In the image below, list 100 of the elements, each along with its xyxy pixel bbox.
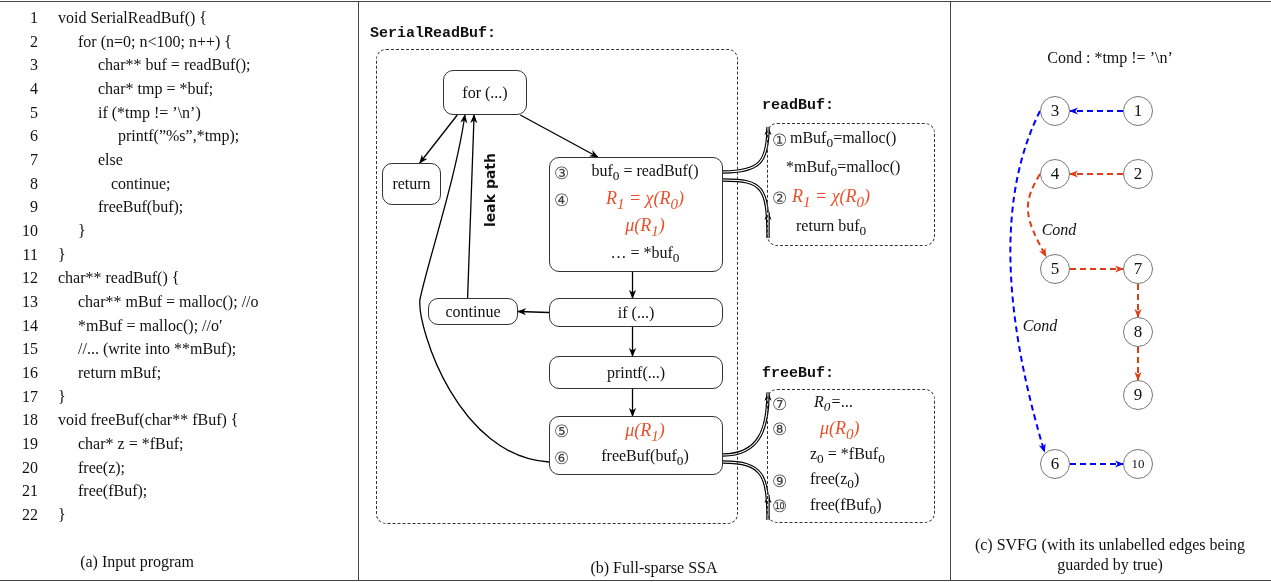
arrow: [419, 114, 458, 164]
arrow: [1069, 170, 1124, 178]
svfg-node: 4: [1040, 159, 1070, 189]
double-line-arrow: [722, 126, 772, 174]
line-number: 19: [21, 434, 38, 455]
statement-text: z$_{0}$ = *fBuf$_{0}$: [810, 443, 885, 468]
svfg-node: 1: [1123, 96, 1153, 126]
code-line: else: [98, 150, 123, 170]
code-line: continue;: [111, 173, 171, 194]
line-number: 22: [21, 505, 38, 526]
step-number: ①: [772, 130, 788, 151]
line-number: 20: [21, 457, 38, 478]
arrow: [1069, 107, 1124, 115]
statement-text: R$_{0}$=...: [814, 392, 854, 417]
arrow: [1026, 173, 1047, 258]
arrow: [1009, 110, 1046, 453]
line-number: 11: [21, 244, 38, 265]
step-number: ⑤: [554, 422, 570, 443]
caption: (c) SVFG (with its unlabelled edges being guarded by true): [973, 535, 1247, 575]
line-number: 15: [21, 339, 38, 360]
line-number: 8: [29, 173, 38, 194]
statement-text: free(fBuf$_{0}$): [810, 494, 882, 519]
svfg-node: 10: [1123, 449, 1153, 479]
arrow: [1134, 346, 1142, 381]
arrow: [628, 326, 637, 357]
svfg-node: 3: [1040, 96, 1070, 126]
function-name: freeBuf:: [762, 364, 834, 384]
statement-text: … = *buf$_{0}$: [610, 242, 680, 268]
code-line: if (*tmp != ’\n’): [98, 102, 201, 123]
line-number: 10: [21, 221, 38, 241]
double-line-arrow: [722, 391, 772, 457]
statement-text: μ(R$_{1}$): [625, 419, 665, 446]
statement-text: μ(R$_{0}$): [820, 417, 860, 444]
step-number: ⑩: [772, 497, 788, 518]
line-number: 1: [29, 8, 38, 28]
arrow: [419, 114, 550, 463]
line-number: 17: [21, 386, 38, 407]
code-line: free(fBuf);: [78, 481, 148, 502]
code-line: }: [58, 244, 66, 265]
code-line: //... (write into **mBuf);: [78, 339, 237, 360]
statement-box: for (...): [443, 70, 527, 115]
step-number: ③: [554, 163, 570, 184]
line-number: 6: [29, 126, 38, 147]
statement-box: return: [382, 163, 441, 205]
line-number: 12: [21, 268, 38, 289]
statement-text: free(z$_{0}$): [810, 469, 860, 494]
statement-text: R$_{1}$ = χ(R$_{0}$): [792, 186, 871, 212]
caption: (b) Full-sparse SSA: [589, 558, 719, 578]
line-number: 16: [21, 363, 38, 384]
svfg-node: 6: [1040, 449, 1070, 479]
step-number: ⑦: [772, 394, 788, 415]
code-line: return mBuf;: [78, 363, 162, 384]
code-line: for (n=0; n<100; n++) {: [78, 31, 232, 52]
line-number: 7: [29, 150, 38, 170]
step-number: ⑧: [772, 420, 788, 441]
line-number: 21: [21, 481, 38, 502]
line-number: 3: [29, 55, 38, 76]
code-line: free(z);: [78, 457, 126, 478]
statement-box: continue: [428, 298, 518, 325]
svfg-node: 5: [1040, 254, 1070, 284]
statement-text: mBuf$_{0}$=malloc(): [790, 127, 897, 153]
line-number: 4: [29, 79, 38, 99]
line-number: 9: [29, 197, 38, 218]
code-line: *mBuf = malloc(); //o′: [78, 315, 223, 336]
statement-text: freeBuf(buf$_{0}$): [601, 446, 689, 471]
code-line: char** buf = readBuf();: [98, 55, 251, 76]
function-name: readBuf:: [762, 96, 834, 116]
code-line: char* z = *fBuf;: [78, 434, 184, 455]
statement-block: [549, 416, 723, 475]
arrow: [1069, 460, 1124, 468]
code-line: }: [78, 221, 86, 241]
line-number: 18: [21, 410, 38, 431]
step-number: ⑨: [772, 471, 788, 492]
svfg-node: 7: [1123, 254, 1153, 284]
line-number: 5: [29, 102, 38, 123]
code-line: void SerialReadBuf() {: [58, 8, 207, 28]
statement-box: if (...): [549, 298, 723, 327]
statement-text: return buf$_{0}$: [796, 215, 867, 240]
statement-text: R$_{1}$ = χ(R$_{0}$): [605, 187, 685, 214]
step-number: ⑥: [554, 448, 570, 469]
arrow: [1069, 265, 1124, 273]
code-line: printf(”%s”,*tmp);: [118, 126, 240, 147]
line-number: 14: [21, 315, 38, 336]
svfg-node: 8: [1123, 317, 1153, 347]
code-line: char** mBuf = malloc(); //o: [78, 292, 259, 313]
arrow: [628, 388, 637, 417]
step-number: ④: [554, 190, 570, 211]
double-line-arrow: [722, 178, 772, 240]
statement-text: buf$_{0}$ = readBuf(): [591, 160, 699, 186]
statement-text: μ(R$_{1}$): [625, 215, 665, 241]
caption: (a) Input program: [79, 552, 195, 572]
svfg-node: 2: [1123, 159, 1153, 189]
svfg-node: 9: [1123, 380, 1153, 410]
code-line: char* tmp = *buf;: [98, 79, 214, 99]
code-line: freeBuf(buf);: [98, 197, 184, 218]
statement-text: *mBuf$_{0}$=malloc(): [786, 157, 901, 182]
code-line: }: [58, 505, 66, 526]
arrow: [466, 114, 478, 299]
condition-text: Cond : *tmp != ’\n’: [1046, 48, 1174, 68]
arrow: [517, 308, 550, 316]
